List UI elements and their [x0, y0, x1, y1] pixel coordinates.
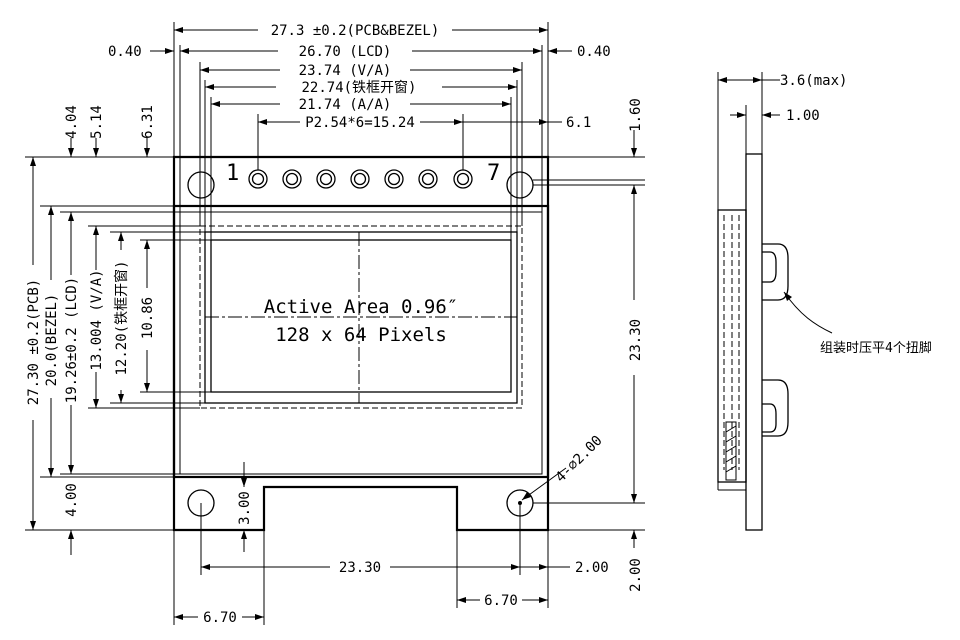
bezel-outline	[172, 204, 550, 479]
pin-2	[282, 169, 302, 189]
dim-top-offset-514: 5.14	[89, 105, 105, 139]
dim-left-margin: 0.40	[108, 44, 142, 60]
pin-last-label: 7	[487, 161, 500, 186]
right-dimensions: 1.60 23.30 2.00	[533, 98, 645, 592]
pin-4	[350, 169, 370, 189]
dim-hole-edge-right: 2.00	[575, 560, 609, 576]
dim-lcd-width: 26.70 (LCD)	[299, 44, 392, 60]
pin-3	[316, 169, 336, 189]
pin-7	[453, 169, 473, 189]
dim-thickness-max: 3.6(max)	[780, 73, 847, 89]
dim-aa-height: 10.86	[140, 297, 156, 339]
active-area-title: Active Area 0.96″	[264, 296, 458, 318]
dim-lcd-height: 19.26±0.2 (LCD)	[64, 277, 80, 403]
dim-hole-edge-bottom: 2.00	[628, 558, 644, 592]
dim-pin-offset: 6.1	[566, 115, 591, 131]
dim-bottom-offset: 4.00	[64, 483, 80, 517]
active-area-resolution: 128 x 64 Pixels	[275, 324, 447, 346]
dim-tab-offset-left: 6.70	[203, 610, 237, 626]
front-view: 1 7 Active Area 0.96″ 128 x 64 Pixels	[172, 155, 550, 532]
mounting-hole-top-left	[187, 171, 215, 199]
dim-top-offset-631: 6.31	[140, 105, 156, 139]
dim-pin-pitch: P2.54*6=15.24	[305, 115, 415, 131]
top-dimensions: 27.3 ±0.2(PCB&BEZEL) 26.70 (LCD) 23.74 (…	[108, 22, 611, 240]
dim-bezel-height: 20.0(BEZEL)	[44, 294, 60, 387]
dim-hole-pitch-vertical: 23.30	[628, 319, 644, 361]
dim-frame-window-height: 12.20(铁框开窗)	[113, 260, 130, 375]
dim-top-margin: 1.60	[628, 98, 644, 132]
dim-va-height: 13.004 (V/A)	[89, 269, 105, 370]
dim-hole-spec: 4-⌀2.00	[553, 433, 606, 486]
dim-right-margin: 0.40	[577, 44, 611, 60]
dim-pcb-height: 27.30 ±0.2(PCB)	[26, 279, 42, 405]
pin-6	[418, 169, 438, 189]
dim-pcb-bezel-width: 27.3 ±0.2(PCB&BEZEL)	[271, 23, 440, 39]
dim-va-width: 23.74 (V/A)	[299, 63, 392, 79]
left-dimensions: 27.30 ±0.2(PCB) 20.0(BEZEL) 19.26±0.2 (L…	[25, 105, 253, 555]
dim-tab-offset-right: 6.70	[484, 593, 518, 609]
pin-first-label: 1	[226, 161, 239, 186]
side-view: 3.6(max) 1.00 组装时压平4个扭脚	[717, 72, 932, 531]
dim-pcb-thickness: 1.00	[786, 108, 820, 124]
active-area-outline	[210, 239, 512, 393]
dim-tab-height: 3.00	[237, 491, 253, 525]
lcd-outline	[179, 211, 543, 475]
dim-top-offset-404: 4.04	[64, 105, 80, 139]
side-view-note: 组装时压平4个扭脚	[820, 340, 932, 356]
dim-frame-window-width: 22.74(铁框开窗)	[301, 79, 416, 96]
pin-5	[384, 169, 404, 189]
pin-1	[248, 169, 268, 189]
dim-aa-width: 21.74 (A/A)	[299, 97, 392, 113]
dim-hole-pitch-horizontal: 23.30	[339, 560, 381, 576]
pin-row	[248, 169, 473, 189]
